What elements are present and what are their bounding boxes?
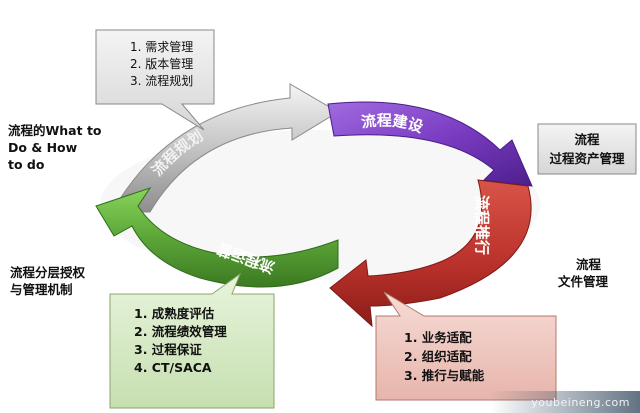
asset-line-2: 过程资产管理 xyxy=(549,151,625,166)
operate-arrow xyxy=(95,187,339,288)
operate-item-1: 1. 成熟度评估 xyxy=(134,306,215,321)
authorization-line-2: 与管理机制 xyxy=(10,282,73,297)
asset-line-1: 流程 xyxy=(574,132,600,147)
what-to-do-line-3: to do xyxy=(8,157,45,172)
asset-callout: 流程 过程资产管理 xyxy=(537,123,637,175)
plan-callout: 1. 需求管理 2. 版本管理 3. 流程规划 xyxy=(95,29,215,131)
operate-callout: 1. 成熟度评估 2. 流程绩效管理 3. 过程保证 4. CT/SACA xyxy=(109,272,275,409)
build-arrow xyxy=(327,101,533,187)
plan-item-3: 3. 流程规划 xyxy=(130,73,193,88)
push-arrow xyxy=(329,179,532,328)
plan-arrow xyxy=(111,83,339,213)
file-line-2: 文件管理 xyxy=(558,274,609,289)
push-label: 流程推行 xyxy=(473,195,491,255)
plan-item-2: 2. 版本管理 xyxy=(130,56,193,71)
operate-item-4: 4. CT/SACA xyxy=(134,360,212,375)
authorization-label: 流程分层授权 与管理机制 xyxy=(10,264,120,298)
file-line-1: 流程 xyxy=(576,257,602,272)
what-to-do-label: 流程的What to Do & How to do xyxy=(8,122,128,173)
operate-item-2: 2. 流程绩效管理 xyxy=(134,324,227,339)
file-management-label: 流程 文件管理 xyxy=(558,256,640,290)
watermark: youbeineng.com xyxy=(531,396,630,409)
watermark-band xyxy=(490,391,640,413)
push-callout: 1. 业务适配 2. 组织适配 3. 推行与赋能 xyxy=(375,291,557,401)
authorization-line-1: 流程分层授权 xyxy=(10,265,86,280)
what-to-do-line-2: Do & How xyxy=(8,140,78,155)
push-item-2: 2. 组织适配 xyxy=(404,349,472,364)
push-item-3: 3. 推行与赋能 xyxy=(404,368,485,383)
what-to-do-line-1: 流程的What to xyxy=(8,123,102,138)
plan-item-1: 1. 需求管理 xyxy=(130,39,193,54)
push-item-1: 1. 业务适配 xyxy=(404,330,472,345)
cycle-shadow xyxy=(100,130,540,280)
operate-item-3: 3. 过程保证 xyxy=(134,342,202,357)
